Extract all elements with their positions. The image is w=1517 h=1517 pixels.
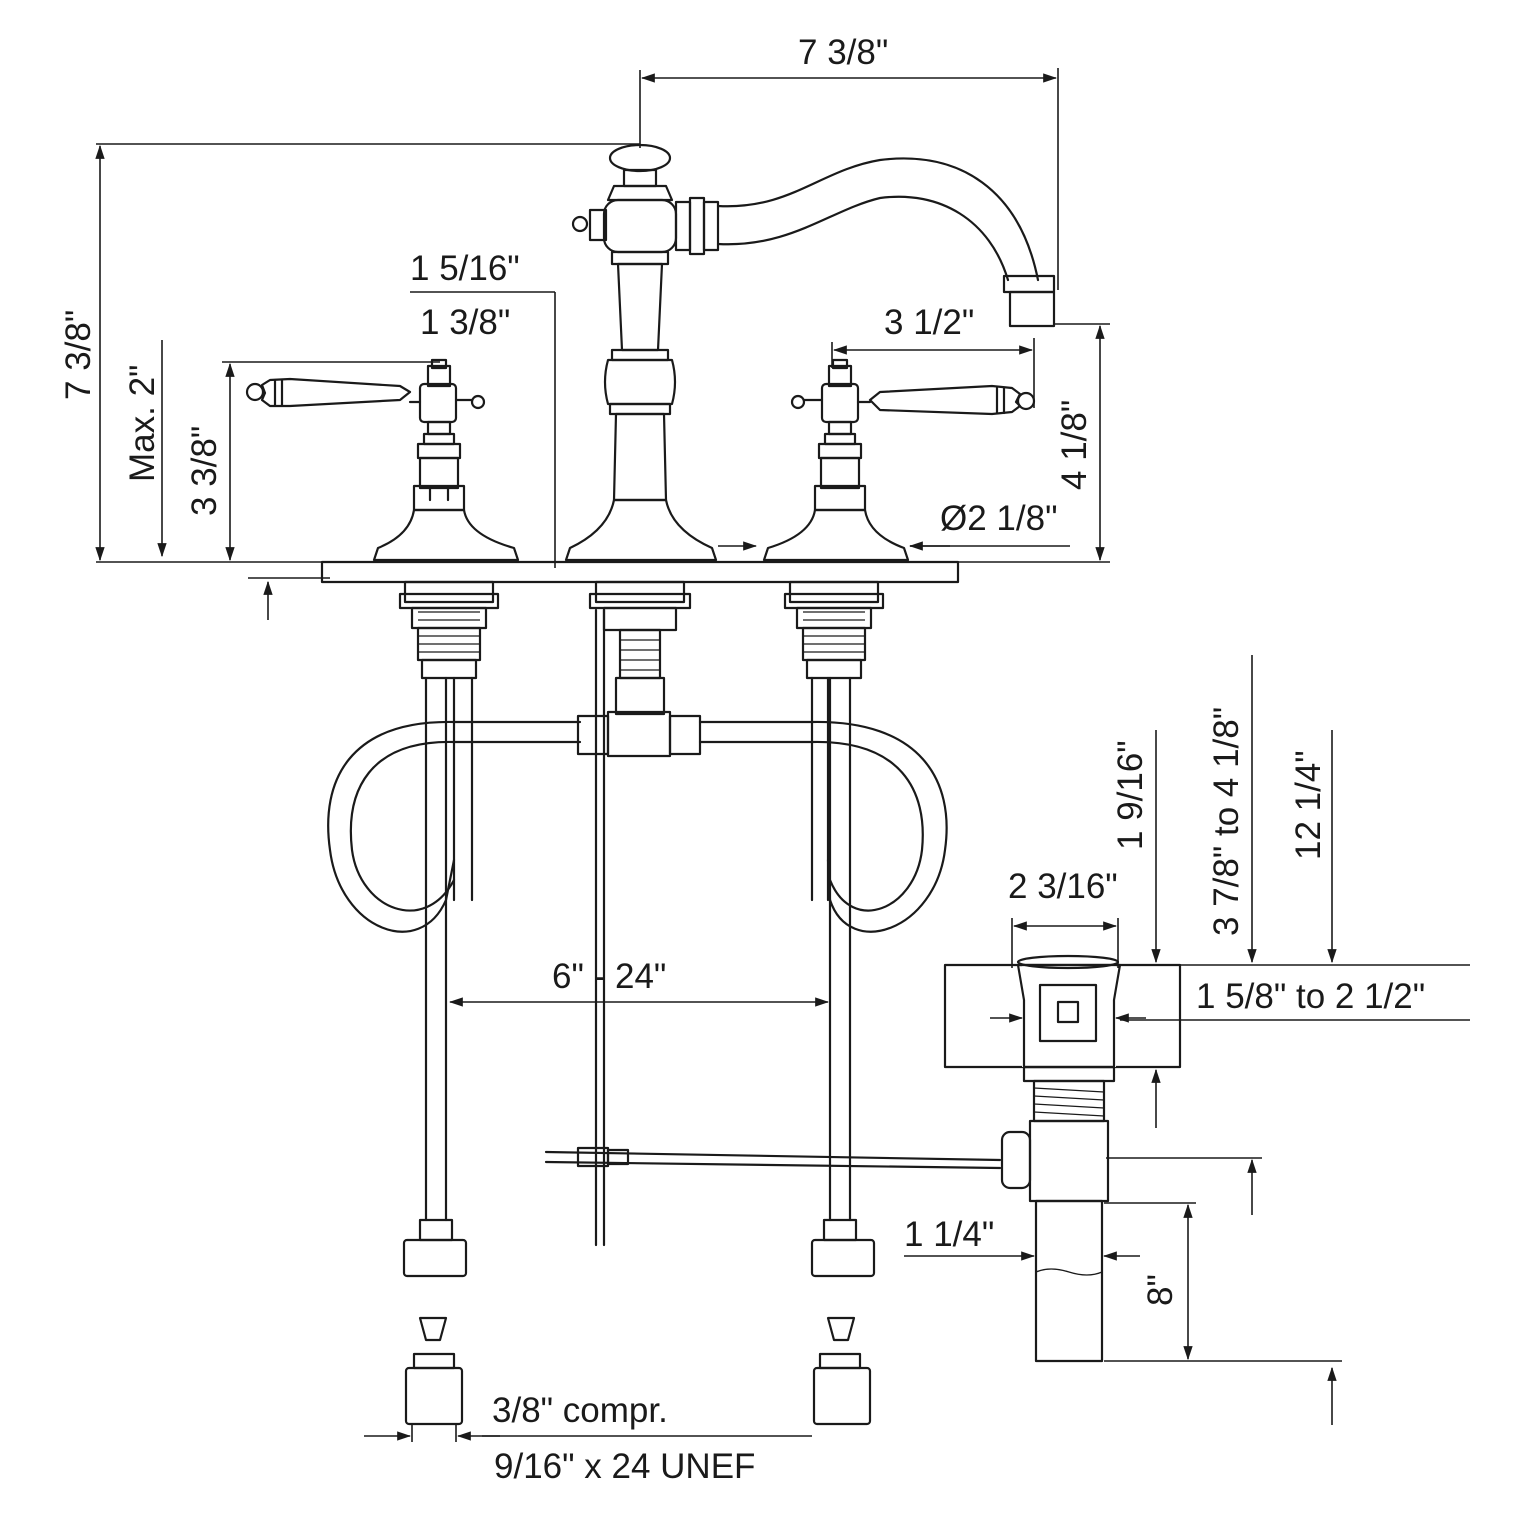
- spout: [564, 143, 1056, 716]
- dimension-lines: [95, 68, 1470, 1442]
- label-connection-1: 3/8" compr.: [492, 1391, 668, 1430]
- label-spout-reach: 7 3/8": [798, 33, 888, 72]
- label-drain-a: 1 9/16": [1111, 740, 1150, 850]
- label-handle-width: 3 1/2": [884, 303, 974, 342]
- right-handle-valve: [762, 358, 1036, 680]
- label-tailpiece-len: 8": [1141, 1274, 1180, 1306]
- dimension-labels: 7 3/8" 7 3/8" 1 5/16" 1 3/8" Max. 2" 3 3…: [59, 33, 1425, 1486]
- supply-hoses: [327, 676, 948, 1426]
- left-handle-valve: [245, 358, 520, 680]
- label-base-diameter: Ø2 1/8": [940, 499, 1058, 538]
- label-spout-center-b: 1 3/8": [420, 303, 510, 342]
- label-overall-height: 7 3/8": [59, 310, 98, 400]
- label-spout-outlet-height: 4 1/8": [1055, 400, 1094, 490]
- label-drain-thickness: 1 5/8" to 2 1/2": [1196, 977, 1425, 1016]
- deck-section: [320, 560, 960, 584]
- lift-rod: [544, 608, 1002, 1247]
- label-drain-c: 12 1/4": [1289, 750, 1328, 860]
- label-max-deck: Max. 2": [123, 365, 162, 482]
- label-handle-height: 3 3/8": [185, 426, 224, 516]
- label-tailpiece-dia: 1 1/4": [904, 1215, 994, 1254]
- label-widespread: 6" - 24": [552, 957, 666, 996]
- label-drain-b: 3 7/8" to 4 1/8": [1207, 707, 1246, 936]
- label-spout-center-a: 1 5/16": [410, 249, 520, 288]
- label-drain-flange: 2 3/16": [1008, 867, 1118, 906]
- label-connection-2: 9/16" x 24 UNEF: [494, 1447, 755, 1486]
